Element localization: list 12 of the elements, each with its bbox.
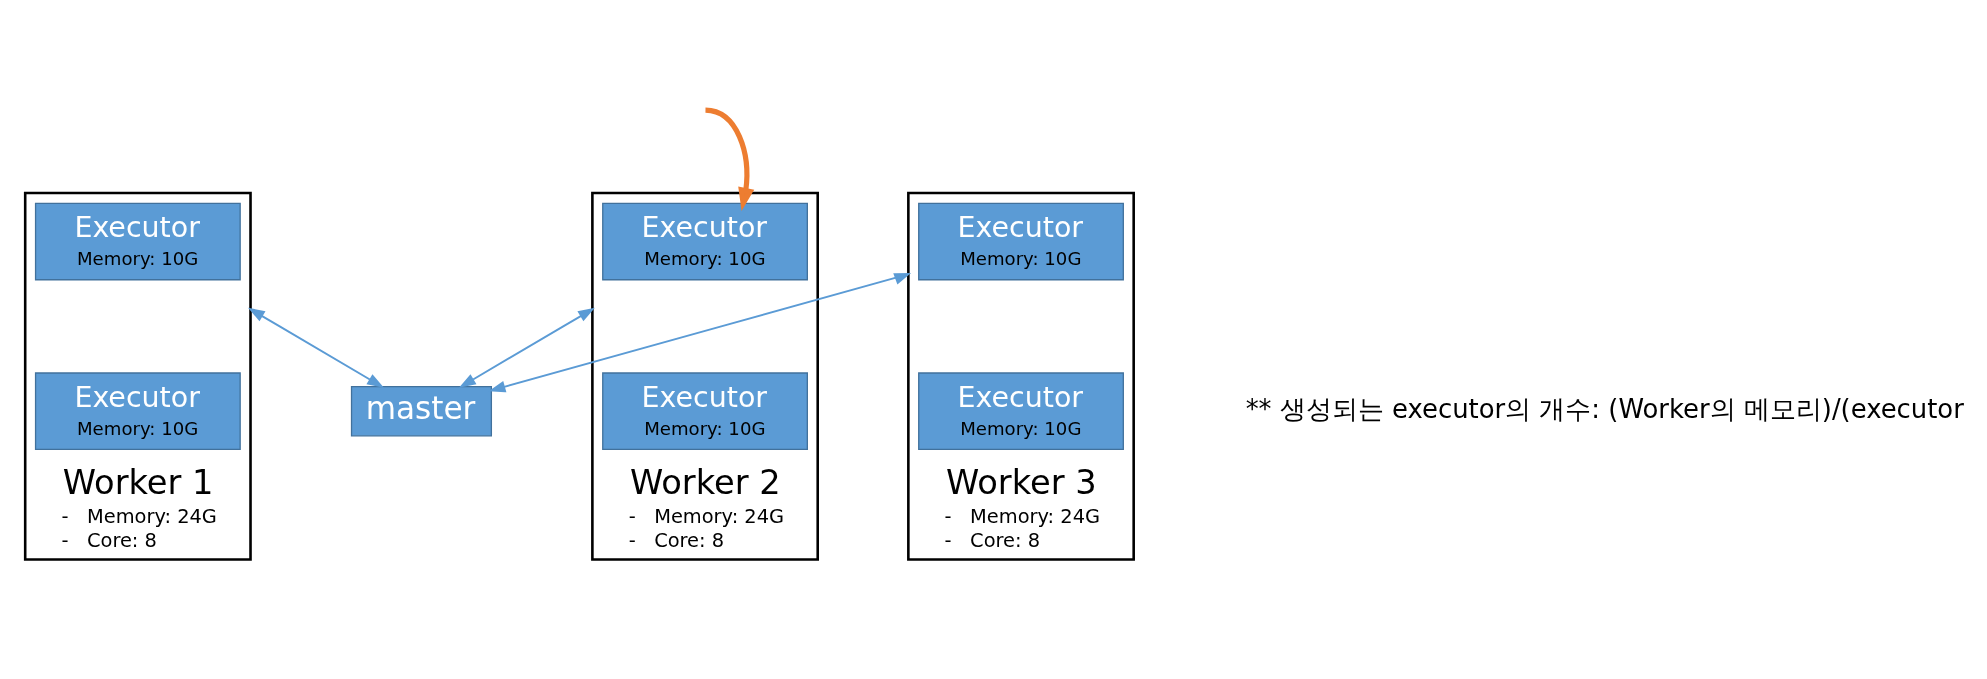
label: ** 생성되는 executor의 개수: (Worker의 메모리)/(executor [1245,393,1964,424]
arrow [458,307,595,388]
arrow [488,272,912,393]
arrow [705,107,755,211]
node-box: Executor Memory: 10G [602,372,808,451]
node-box: Executor Memory: 10G [34,202,241,281]
node-box: Executor Memory: 10G [602,202,808,281]
node-box: Executor Memory: 10G [918,372,1124,451]
node-box: Executor Memory: 10G [918,202,1124,281]
node-box: master [350,385,493,437]
arrow [248,307,384,388]
node-box: Executor Memory: 10G [34,372,241,451]
